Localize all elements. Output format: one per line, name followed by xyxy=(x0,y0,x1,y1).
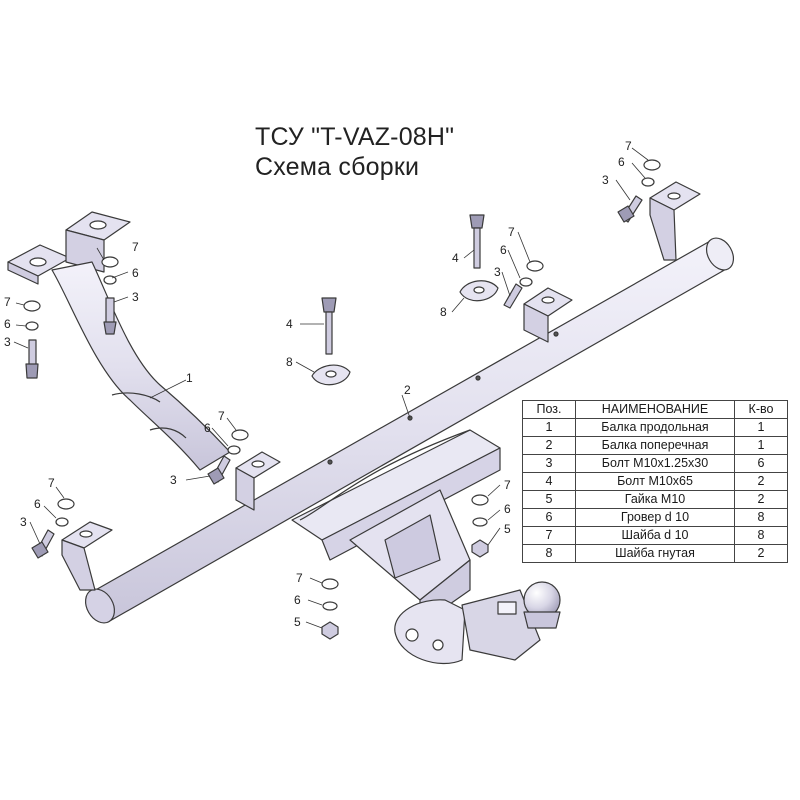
row-pos: 2 xyxy=(522,436,576,455)
callout-7: 7 xyxy=(508,225,515,239)
parts-table: Поз. НАИМЕНОВАНИЕ К-во 1 Балка продольна… xyxy=(522,400,788,563)
callout-labels: 7 6 3 7 6 3 7 6 3 4 8 7 6 3 4 8 1 2 7 6 … xyxy=(4,139,632,629)
table-row: 6 Гровер d 10 8 xyxy=(522,508,788,527)
row-count: 8 xyxy=(734,508,788,527)
callout-3: 3 xyxy=(602,173,609,187)
row-count: 2 xyxy=(734,472,788,491)
bracket-mid-right xyxy=(523,287,573,343)
callout-4: 4 xyxy=(286,317,293,331)
callout-4: 4 xyxy=(452,251,459,265)
callout-6: 6 xyxy=(500,243,507,257)
row-count: 8 xyxy=(734,526,788,545)
hitch-mount xyxy=(291,429,561,665)
callout-7: 7 xyxy=(132,240,139,254)
callout-7: 7 xyxy=(218,409,225,423)
table-row: 4 Болт М10х65 2 xyxy=(522,472,788,491)
bolt-washer-center-right xyxy=(459,214,544,309)
row-pos: 1 xyxy=(522,418,576,437)
row-count: 6 xyxy=(734,454,788,473)
callout-3: 3 xyxy=(170,473,177,487)
callout-6: 6 xyxy=(132,266,139,280)
bracket-mid-left xyxy=(235,451,281,511)
row-pos: 7 xyxy=(522,526,576,545)
title-model: ТСУ "T-VAZ-08H" xyxy=(255,123,455,151)
callout-2: 2 xyxy=(404,383,411,397)
callout-6: 6 xyxy=(618,155,625,169)
row-name: Шайба гнутая xyxy=(575,544,735,563)
fastener-cluster-hitch-left xyxy=(321,578,339,640)
row-name: Шайба d 10 xyxy=(575,526,735,545)
row-pos: 6 xyxy=(522,508,576,527)
table-row: 1 Балка продольная 1 xyxy=(522,418,788,437)
callout-7: 7 xyxy=(296,571,303,585)
row-count: 1 xyxy=(734,418,788,437)
callout-6: 6 xyxy=(204,421,211,435)
callout-3: 3 xyxy=(494,265,501,279)
cross-beam xyxy=(84,237,735,624)
row-pos: 8 xyxy=(522,544,576,563)
table-row: 3 Болт М10х1.25х30 6 xyxy=(522,454,788,473)
row-name: Гайка М10 xyxy=(575,490,735,509)
row-count: 2 xyxy=(734,544,788,563)
callout-6: 6 xyxy=(504,502,511,516)
table-row: 8 Шайба гнутая 2 xyxy=(522,544,788,563)
callout-7: 7 xyxy=(625,139,632,153)
row-name: Болт М10х65 xyxy=(575,472,735,491)
callout-3: 3 xyxy=(20,515,27,529)
row-pos: 4 xyxy=(522,472,576,491)
longitudinal-beam xyxy=(7,211,231,471)
table-row: 7 Шайба d 10 8 xyxy=(522,526,788,545)
callout-5: 5 xyxy=(504,522,511,536)
row-pos: 5 xyxy=(522,490,576,509)
bolt-washer-center-left xyxy=(311,297,351,386)
callout-7: 7 xyxy=(4,295,11,309)
header-count: К-во xyxy=(734,400,788,419)
callout-8: 8 xyxy=(286,355,293,369)
fastener-cluster-top-left xyxy=(101,256,119,335)
callout-6: 6 xyxy=(4,317,11,331)
row-name: Болт М10х1.25х30 xyxy=(575,454,735,473)
row-count: 1 xyxy=(734,436,788,455)
fastener-cluster-top-right xyxy=(617,159,661,223)
row-pos: 3 xyxy=(522,454,576,473)
table-row: 2 Балка поперечная 1 xyxy=(522,436,788,455)
fastener-cluster-left xyxy=(23,300,41,379)
leader-lines xyxy=(13,147,649,629)
bracket-left xyxy=(61,521,113,591)
fastener-cluster-hitch-right xyxy=(471,494,489,558)
callout-3: 3 xyxy=(4,335,11,349)
parts-table-header: Поз. НАИМЕНОВАНИЕ К-во xyxy=(522,400,788,419)
bracket-right xyxy=(649,181,701,261)
title-subtitle: Схема сборки xyxy=(255,153,420,181)
callout-5: 5 xyxy=(294,615,301,629)
row-name: Балка поперечная xyxy=(575,436,735,455)
callout-3: 3 xyxy=(132,290,139,304)
table-row: 5 Гайка М10 2 xyxy=(522,490,788,509)
fastener-cluster-lower-left xyxy=(31,498,75,559)
fastener-cluster-mid-left xyxy=(207,429,249,485)
header-name: НАИМЕНОВАНИЕ xyxy=(575,400,735,419)
callout-7: 7 xyxy=(48,476,55,490)
row-name: Гровер d 10 xyxy=(575,508,735,527)
diagram-title: ТСУ "T-VAZ-08H" Схема сборки xyxy=(255,122,454,182)
callout-8: 8 xyxy=(440,305,447,319)
header-pos: Поз. xyxy=(522,400,576,419)
callout-6: 6 xyxy=(294,593,301,607)
callout-7: 7 xyxy=(504,478,511,492)
row-count: 2 xyxy=(734,490,788,509)
callout-1: 1 xyxy=(186,371,193,385)
row-name: Балка продольная xyxy=(575,418,735,437)
callout-6: 6 xyxy=(34,497,41,511)
